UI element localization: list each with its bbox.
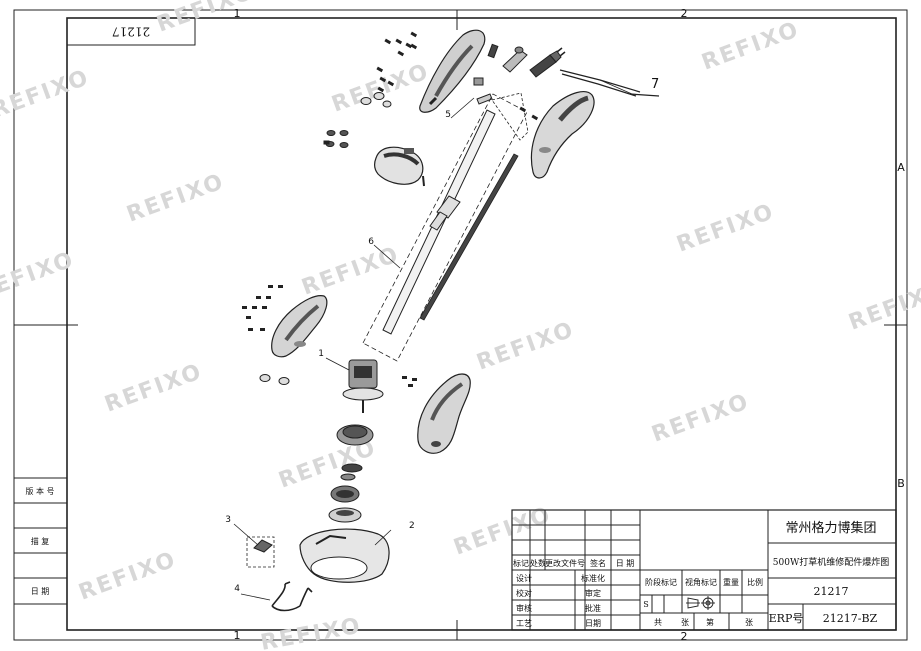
screw-set-top — [376, 31, 418, 93]
motor-housing-right — [417, 373, 471, 454]
role-approve-final: 审定 — [585, 588, 601, 598]
stage-header-stage: 阶段标记 — [645, 577, 677, 587]
rev-header-mark: 标记 — [513, 558, 529, 568]
watermark: REFIXO — [154, 0, 258, 38]
role-date: 日期 — [585, 619, 601, 628]
watermark: REFIXO — [76, 547, 180, 605]
dashed-box-switch — [491, 92, 529, 141]
wire-guard-ends — [284, 581, 313, 593]
watermark: REFIXO — [846, 277, 921, 335]
erp-value: 21217-BZ — [823, 612, 878, 625]
watermark: REFIXO — [649, 389, 753, 447]
cooling-fan — [336, 424, 374, 446]
sheet-of-label: 第 — [706, 617, 714, 627]
sheet-total-label: 共 — [654, 618, 662, 627]
zone-label-top-1: 1 — [234, 7, 241, 20]
stage-header-view: 视角标记 — [685, 577, 717, 587]
role-check: 校对 — [516, 588, 532, 598]
screw-set-mid — [323, 130, 349, 148]
stage-header-weight: 重量 — [723, 577, 739, 587]
role-approve: 批准 — [585, 603, 601, 613]
side-strip — [14, 477, 67, 605]
watermark: REFIXO — [451, 502, 555, 560]
stage-mark: S — [643, 600, 648, 609]
callout-7: 7 — [651, 77, 659, 92]
sheet-unit-1: 张 — [681, 618, 689, 627]
dashed-box-shaft — [362, 93, 528, 362]
auxiliary-handle — [374, 146, 425, 187]
code-box — [66, 17, 196, 46]
handle-half-right — [519, 91, 595, 179]
drawing-title: 500W打草机维修配件爆炸图 — [773, 556, 889, 568]
screw-set-right — [402, 376, 417, 387]
sheet-unit-2: 张 — [745, 618, 753, 627]
watermark: REFIXO — [259, 614, 364, 651]
code-box-text: 21217 — [112, 25, 150, 39]
dashed-box-bracket — [246, 536, 275, 568]
watermark: REFIXO — [102, 359, 206, 417]
watermark: REFIXO — [674, 199, 778, 257]
side-label-date: 日 期 — [31, 587, 50, 596]
callout-3: 3 — [225, 515, 231, 525]
knob-parts — [360, 92, 392, 108]
drive-shaft — [382, 109, 519, 335]
guard — [299, 528, 390, 583]
knob-parts-lower — [259, 374, 290, 385]
screw-set-left — [242, 285, 283, 331]
part-number: 21217 — [814, 585, 849, 598]
erp-label: ERP号 — [769, 612, 804, 625]
zone-label-top-2: 2 — [681, 7, 688, 20]
handle-half-left — [419, 29, 486, 113]
rev-header-date: 日 期 — [616, 559, 635, 568]
leader-lines — [233, 79, 633, 601]
watermark: REFIXO — [699, 17, 803, 75]
role-review: 审核 — [516, 603, 532, 613]
callout-2: 2 — [409, 521, 415, 531]
zone-label-bottom-1: 1 — [234, 629, 241, 642]
callout-6: 6 — [368, 237, 374, 247]
watermark: REFIXO — [124, 169, 228, 227]
watermark: REFIXO — [299, 242, 403, 300]
role-process: 工艺 — [516, 619, 532, 628]
rev-header-doc: 更改文件号 — [545, 558, 585, 568]
zone-label-bottom-2: 2 — [681, 630, 688, 643]
switch-parts — [473, 43, 528, 105]
projection-symbol — [686, 596, 715, 610]
company-name: 常州格力博集团 — [785, 520, 876, 536]
rev-header-count: 处数 — [530, 558, 546, 568]
spool-parts — [328, 463, 363, 523]
power-plug — [529, 47, 660, 97]
callout-4: 4 — [234, 584, 240, 594]
role-standard: 标准化 — [581, 573, 605, 583]
zone-label-right-b: B — [897, 477, 905, 490]
motor-housing-left — [271, 295, 328, 358]
stage-header-scale: 比例 — [747, 577, 763, 587]
bracket-part — [253, 539, 273, 553]
watermark: REFIXO — [474, 317, 578, 375]
callout-1: 1 — [318, 349, 324, 359]
inner-frame — [66, 17, 897, 631]
role-design: 设计 — [516, 573, 532, 583]
rev-header-sign: 签名 — [590, 558, 606, 568]
zone-label-right-a: A — [897, 161, 905, 174]
motor — [342, 359, 384, 413]
wire-guard — [271, 583, 309, 612]
side-label-trace: 描 复 — [31, 536, 50, 546]
callout-5: 5 — [445, 110, 451, 120]
side-label-version: 版 本 号 — [25, 486, 54, 496]
title-block-grid — [511, 509, 897, 631]
